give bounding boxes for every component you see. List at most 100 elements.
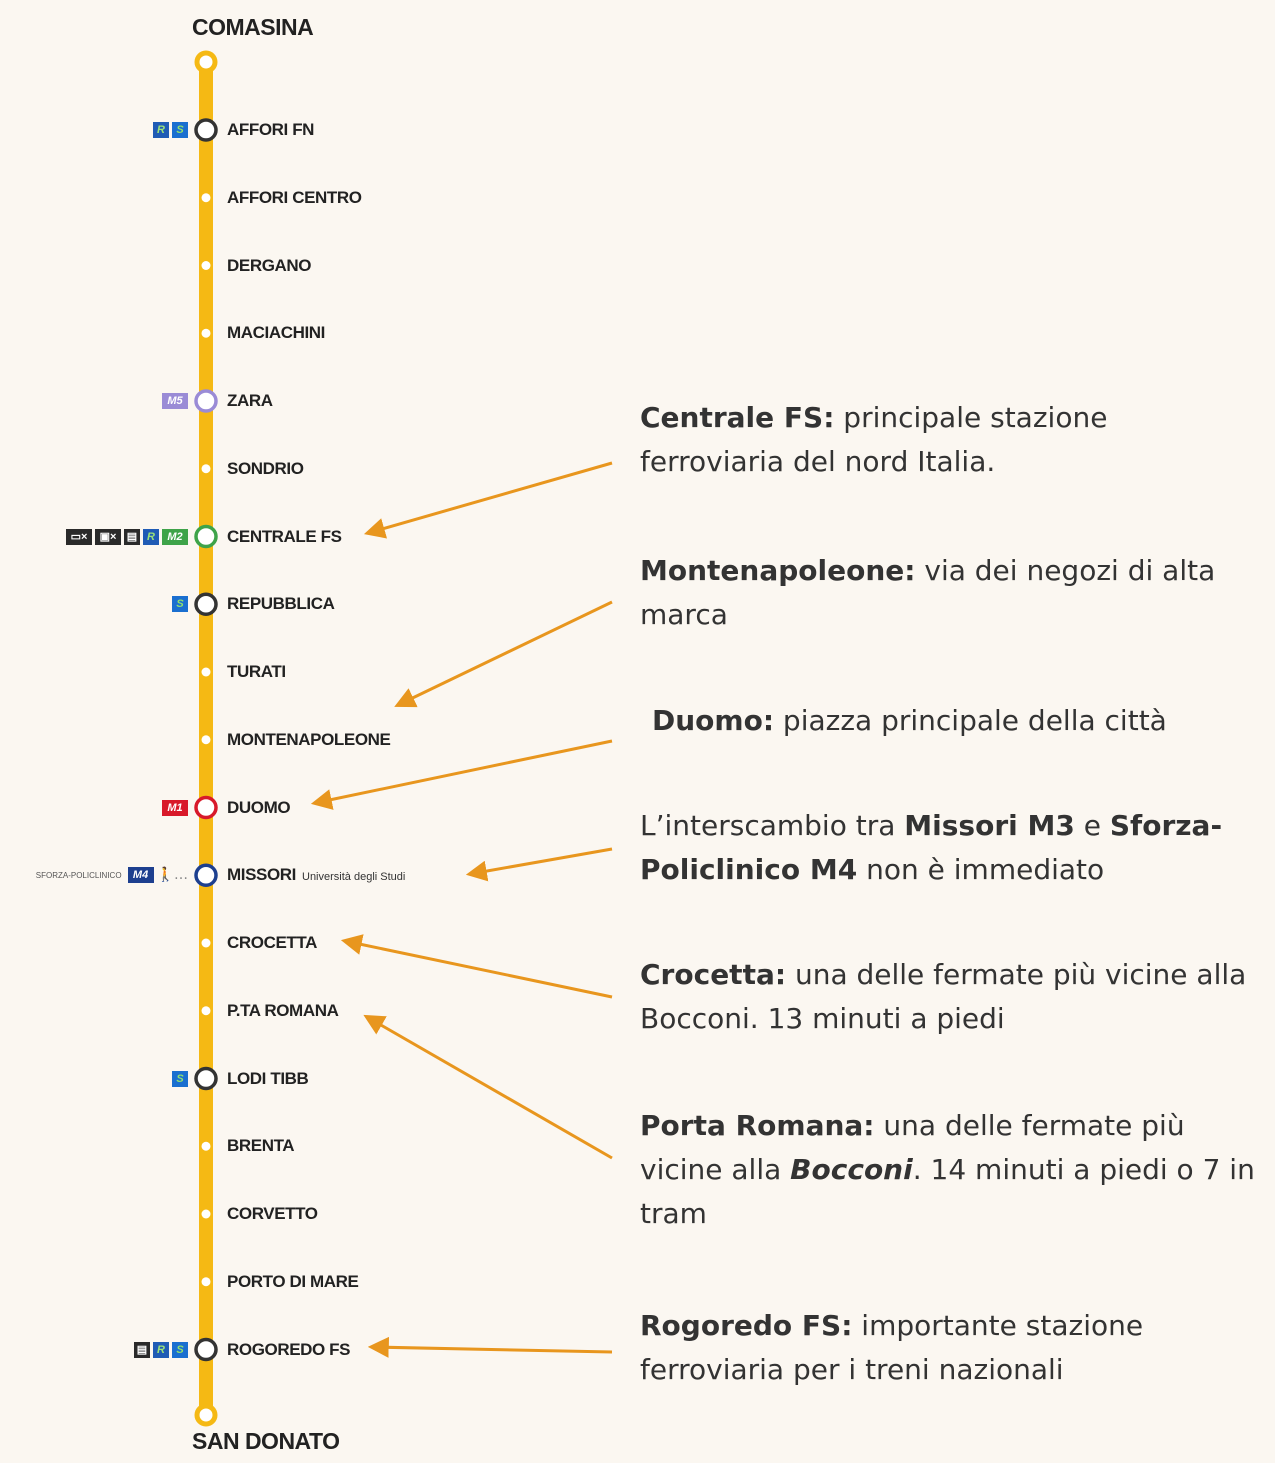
station-label-crocetta: CROCETTA: [227, 933, 317, 953]
station-name: LODI TIBB: [227, 1068, 309, 1088]
station-label-rogoredo-fs: ROGOREDO FS: [227, 1340, 351, 1360]
station-name: SONDRIO: [227, 458, 304, 478]
connecting-station-label: SFORZA-POLICLINICO: [35, 870, 122, 880]
station-label-porto-di-mare: PORTO DI MARE: [227, 1272, 359, 1292]
station-marker-maciachini: [201, 328, 211, 338]
badge-r-icon: R: [153, 122, 169, 138]
badge-s-icon: S: [172, 596, 188, 613]
station-label-montenapoleone: MONTENAPOLEONE: [227, 729, 391, 750]
station-name: MONTENAPOLEONE: [227, 729, 391, 749]
note-text: principale stazione ferroviaria del nord…: [640, 401, 1108, 478]
station-name: AFFORI FN: [227, 120, 315, 139]
terminus-north-marker: [194, 50, 218, 74]
note-heading: Rogoredo FS:: [640, 1309, 853, 1342]
badge-pk-icon: ▣×: [95, 528, 121, 545]
station-label-repubblica: REPUBBLICA: [227, 594, 335, 614]
station-label-brenta: BRENTA: [227, 1136, 295, 1156]
badge-tr-icon: ▤: [134, 1341, 150, 1358]
station-label-lodi-tibb: LODI TIBB: [227, 1068, 309, 1089]
note-text: via dei negozi di alta marca: [640, 554, 1216, 631]
station-marker-affori-centro: [201, 193, 211, 203]
arrow-missori: [465, 847, 613, 882]
note-text: e: [1074, 809, 1110, 842]
terminus-south-marker: [194, 1403, 218, 1427]
station-marker-sondrio: [201, 464, 211, 474]
station-label-pta-romana: P.TA ROMANA: [227, 1000, 339, 1021]
station-name: BRENTA: [227, 1136, 295, 1156]
station-name: P.TA ROMANA: [227, 1000, 339, 1020]
station-label-sondrio: SONDRIO: [227, 459, 304, 479]
station-label-corvetto: CORVETTO: [227, 1204, 318, 1224]
station-subtitle: Università degli Studi: [302, 871, 406, 884]
station-marker-zara: [194, 389, 218, 413]
badge-m1-icon: M1: [162, 799, 188, 816]
interchange-badges-lodi-tibb: S: [172, 1070, 188, 1087]
station-marker-affori-fn: [194, 118, 218, 142]
note-text: una delle fermate più vicine alla: [640, 1109, 1185, 1186]
station-label-zara: ZARA: [227, 391, 273, 411]
station-label-dergano: DERGANO: [227, 256, 311, 276]
badge-s-icon: S: [172, 1341, 188, 1358]
note-duomo: Duomo: piazza principale della città: [640, 699, 1272, 743]
walking-transfer-icon: 🚶…: [156, 867, 188, 884]
arrow-montenapoleone: [394, 600, 613, 708]
station-marker-montenapoleone: [201, 735, 211, 745]
note-crocetta: Crocetta: una delle fermate più vicine a…: [640, 953, 1260, 1041]
station-name: MISSORI: [227, 865, 296, 885]
note-text: importante stazione ferroviaria per i tr…: [640, 1309, 1144, 1386]
interchange-badges-zara: M5: [162, 393, 188, 409]
note-heading: Centrale FS:: [640, 401, 835, 434]
terminus-north: COMASINA: [192, 14, 314, 40]
note-heading: Missori M3: [904, 809, 1075, 842]
arrow-duomo: [310, 739, 613, 810]
note-centrale: Centrale FS: principale stazione ferrovi…: [640, 396, 1260, 484]
station-label-missori: MISSORI Università degli Studi: [227, 865, 405, 885]
station-label-affori-fn: AFFORI FN: [227, 120, 314, 140]
station-marker-rogoredo-fs: [194, 1337, 218, 1362]
station-marker-dergano: [201, 261, 211, 270]
badge-s-icon: S: [172, 1070, 188, 1087]
station-marker-centrale-fs: [194, 524, 218, 549]
station-marker-duomo: [194, 795, 218, 820]
badge-s-icon: S: [172, 122, 188, 138]
station-marker-porto-di-mare: [201, 1277, 211, 1287]
station-label-affori-centro: AFFORI CENTRO: [227, 188, 362, 208]
station-name: CENTRALE FS: [227, 526, 342, 546]
note-heading: Sforza-Policlinico M4: [640, 809, 1223, 886]
station-name: CROCETTA: [227, 933, 317, 952]
note-porta-romana: Porta Romana: una delle fermate più vici…: [640, 1104, 1260, 1236]
station-name: DERGANO: [227, 255, 312, 275]
station-name: REPUBBLICA: [227, 594, 335, 614]
station-marker-missori: [194, 863, 218, 887]
note-rogoredo: Rogoredo FS: importante stazione ferrovi…: [640, 1304, 1260, 1392]
station-name: CORVETTO: [227, 1204, 318, 1223]
badge-r-icon: R: [143, 528, 159, 545]
station-marker-pta-romana: [201, 1006, 211, 1016]
note-heading: Duomo:: [652, 704, 775, 737]
note-heading: Porta Romana:: [640, 1109, 875, 1142]
arrow-centrale: [363, 461, 613, 539]
station-name: DUOMO: [227, 797, 291, 817]
interchange-badges-duomo: M1: [162, 799, 188, 816]
station-label-maciachini: MACIACHINI: [227, 323, 325, 343]
arrow-crocetta: [340, 934, 613, 999]
station-label-centrale-fs: CENTRALE FS: [227, 527, 342, 547]
station-name: TURATI: [227, 662, 286, 681]
badge-pk-icon: ▭×: [66, 528, 92, 545]
badge-r-icon: R: [153, 1341, 169, 1358]
station-marker-lodi-tibb: [194, 1066, 218, 1091]
note-missori: L’interscambio tra Missori M3 e Sforza-P…: [640, 804, 1270, 892]
station-name: ZARA: [227, 391, 273, 410]
note-heading: Crocetta:: [640, 958, 787, 991]
station-marker-corvetto: [201, 1209, 211, 1219]
badge-tr-icon: ▤: [124, 528, 140, 545]
badge-m2-icon: M2: [162, 528, 188, 545]
note-emphasis: Bocconi: [790, 1153, 913, 1186]
station-label-turati: TURATI: [227, 662, 286, 682]
station-marker-turati: [201, 667, 211, 677]
